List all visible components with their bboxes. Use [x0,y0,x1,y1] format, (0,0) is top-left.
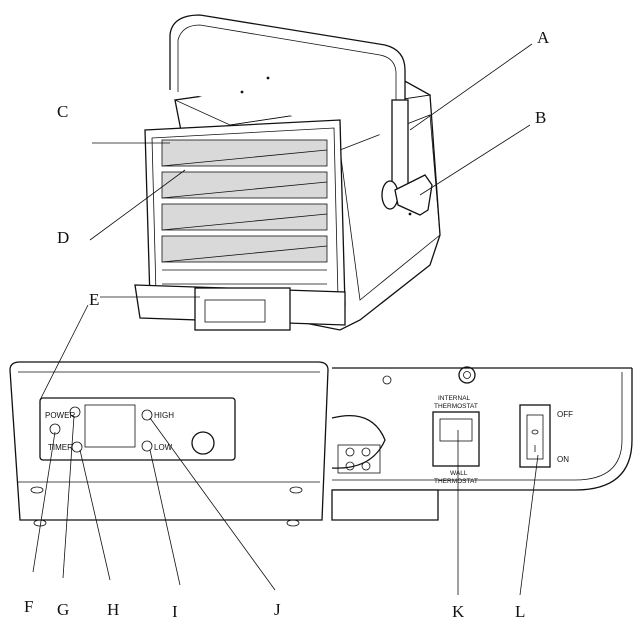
on-label: ON [557,455,569,464]
power-label: POWER [45,411,75,420]
callout-h: H [107,600,119,619]
callout-e: E [89,290,99,309]
high-label: HIGH [154,411,174,420]
callout-i: I [172,602,178,621]
callout-labels: A B C D E F G H I J K L [24,28,550,621]
callout-b: B [535,108,546,127]
callout-a: A [537,28,550,47]
callout-k: K [452,602,465,621]
timer-label: TIMER [48,443,73,452]
switch-panel-detail: INTERNAL THERMOSTAT WALL THERMOSTAT OFF … [331,366,633,521]
callout-j: J [274,600,281,619]
callout-c: C [57,102,68,121]
heater-illustration [134,14,441,331]
callout-g: G [57,600,69,619]
off-label: OFF [557,410,573,419]
thermostat-bottom-label: THERMOSTAT [434,478,478,485]
internal-label: INTERNAL [438,395,471,402]
thermostat-top-label: THERMOSTAT [434,403,478,410]
heating-elements [161,139,328,285]
callout-f: F [24,597,33,616]
callout-l: L [515,602,525,621]
wall-label: WALL [450,470,468,477]
callout-d: D [57,228,69,247]
control-panel-detail: POWER TIMER HIGH LOW [9,361,329,527]
low-label: LOW [154,443,173,452]
leader-lines [32,43,539,596]
